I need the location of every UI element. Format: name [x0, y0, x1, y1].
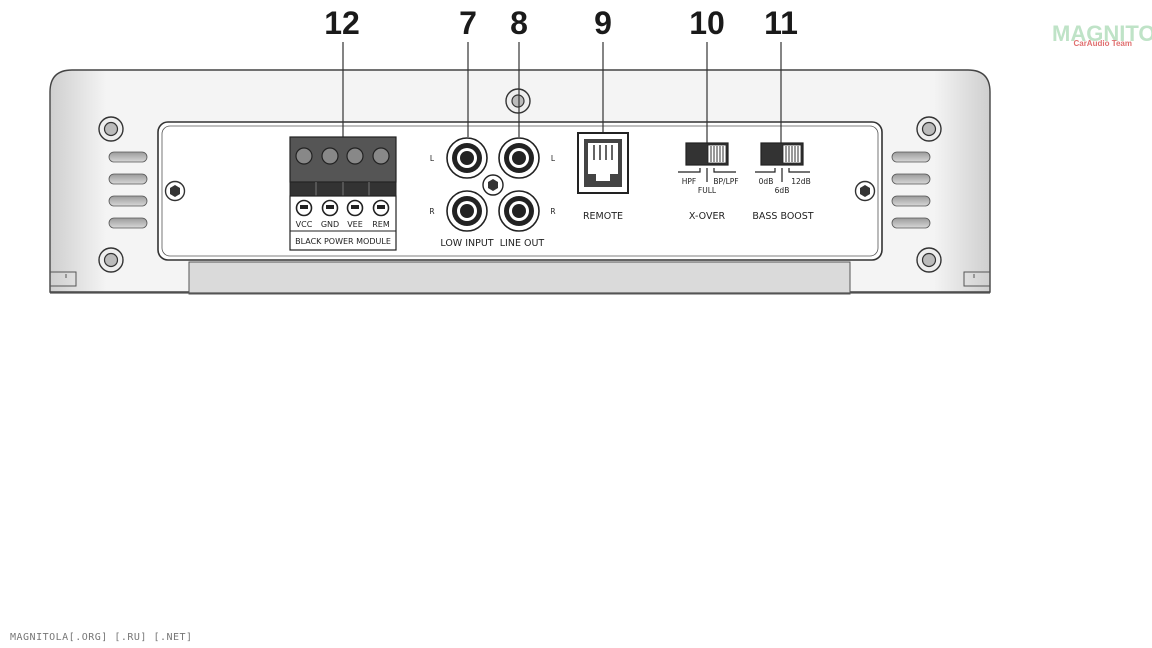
xover-hpf-label: HPF [682, 177, 696, 186]
rca-output-right-marker: R [550, 207, 555, 216]
rca-jacks: L R L R LOW INPUT LINE OUT [429, 137, 556, 249]
callout-11: 11 [764, 5, 798, 143]
heatsink-strip [188, 261, 851, 295]
xover-bplpf-label: BP/LPF [713, 177, 738, 186]
panel-screw-left [164, 180, 186, 202]
svg-text:9: 9 [594, 5, 612, 41]
bass-boost-switch: 0dB 6dB 12dB BASS BOOST [752, 142, 814, 222]
callout-8: 8 [510, 5, 528, 137]
svg-text:8: 8 [510, 5, 528, 41]
xover-full-label: FULL [698, 186, 717, 195]
terminal-gnd-label: GND [321, 220, 339, 229]
callout-7: 7 [459, 5, 477, 137]
left-vent-slots [108, 151, 148, 229]
line-out-label: LINE OUT [500, 238, 545, 249]
callout-10: 10 [689, 5, 725, 143]
screw-top-right [916, 116, 942, 142]
bass-boost-label: BASS BOOST [752, 211, 813, 222]
terminal-vcc-label: VCC [296, 220, 313, 229]
terminal-vee-label: VEE [347, 220, 363, 229]
power-terminal-block: VCC GND VEE REM BLACK POWER MODULE [289, 136, 397, 251]
screw-bottom-right [916, 247, 942, 273]
bass-boost-12db-label: 12dB [791, 177, 810, 186]
callout-9: 9 [594, 5, 612, 133]
xover-switch: HPF FULL BP/LPF X-OVER [678, 142, 739, 222]
panel-screw-right [854, 180, 876, 202]
terminal-rem-label: REM [372, 220, 390, 229]
rca-line-out-right [498, 190, 540, 232]
rca-low-input-left [446, 137, 488, 179]
bass-boost-6db-label: 6dB [775, 186, 790, 195]
rca-input-right-marker: R [429, 207, 434, 216]
svg-text:10: 10 [689, 5, 725, 41]
xover-label: X-OVER [689, 211, 726, 222]
low-input-label: LOW INPUT [440, 238, 493, 249]
remote-jack: REMOTE [577, 132, 629, 222]
power-module-label: BLACK POWER MODULE [295, 237, 391, 246]
callout-12: 12 [324, 5, 360, 137]
screw-bottom-left [98, 247, 124, 273]
watermark-logo: MAGNITOLA CarAudio Team [1052, 21, 1152, 48]
bass-boost-0db-label: 0dB [759, 177, 774, 186]
watermark-subtitle: CarAudio Team [1073, 39, 1132, 48]
svg-text:7: 7 [459, 5, 477, 41]
right-vent-slots [891, 151, 931, 229]
svg-text:12: 12 [324, 5, 360, 41]
remote-label: REMOTE [583, 211, 623, 222]
rca-output-left-marker: L [551, 154, 556, 163]
rca-center-screw [482, 174, 504, 196]
rca-input-left-marker: L [430, 154, 435, 163]
screw-top-left [98, 116, 124, 142]
rca-low-input-right [446, 190, 488, 232]
svg-text:11: 11 [764, 5, 798, 41]
rca-line-out-left [498, 137, 540, 179]
watermark-brand: MAGNITOLA [1052, 21, 1152, 46]
footer-text: MAGNITOLA[.ORG] [.RU] [.NET] [10, 632, 193, 643]
screw-top-center [505, 88, 531, 114]
